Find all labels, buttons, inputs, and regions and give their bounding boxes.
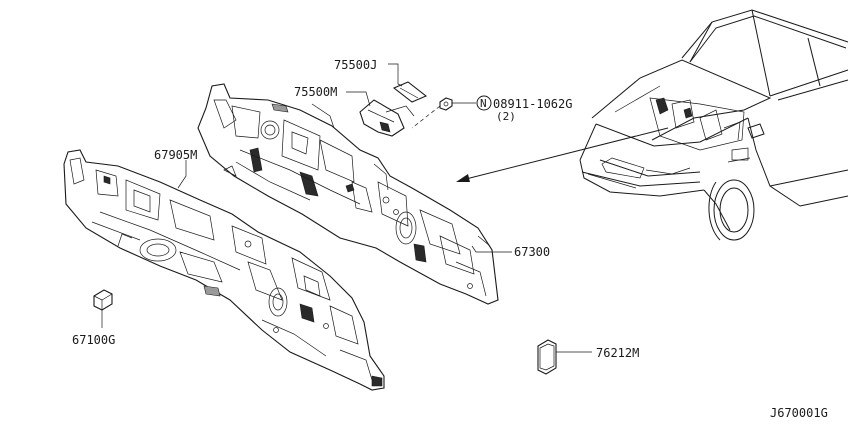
clip-75500J: [392, 81, 428, 103]
label-67100G: 67100G: [72, 333, 115, 347]
label-75500M: 75500M: [294, 85, 337, 99]
pointer-arrow: [456, 127, 669, 182]
vehicle-illustration: [579, 9, 849, 241]
label-75500J: 75500J: [334, 58, 377, 72]
diagram-id: J670001G: [770, 406, 828, 420]
label-67905M: 67905M: [154, 148, 197, 162]
circled-n-symbol: N: [476, 95, 492, 111]
label-08911-1062G: 08911-1062G: [493, 97, 572, 111]
n-marker-letter: N: [480, 97, 487, 110]
label-08911-qty: (2): [496, 110, 516, 123]
insulator-67905M: [63, 149, 385, 391]
patch-76212M: [537, 339, 557, 375]
hex-nut-icon: [439, 97, 453, 111]
clip-67100G: [93, 289, 113, 311]
label-76212M: 76212M: [596, 346, 639, 360]
label-67300: 67300: [514, 245, 550, 259]
dash-panel-67300: [197, 83, 499, 305]
leader-lines: [101, 63, 592, 353]
clip-75500M: [359, 99, 415, 137]
